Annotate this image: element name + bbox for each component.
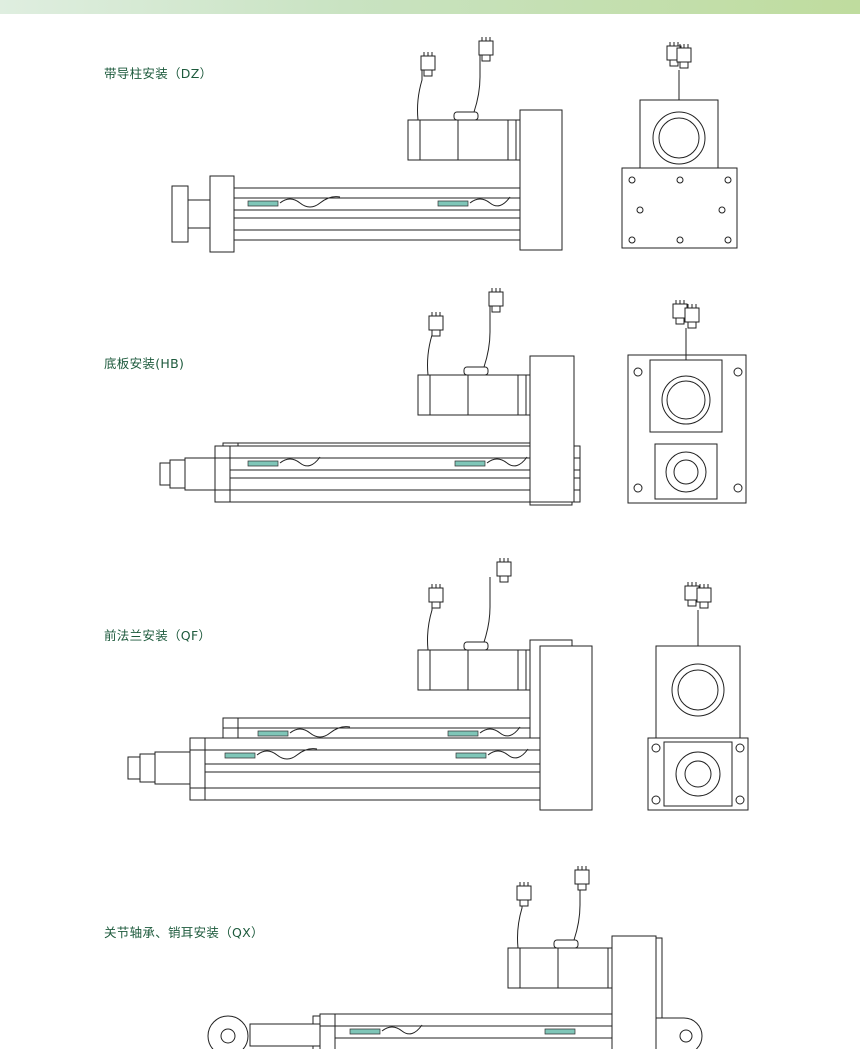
section-label-qx: 关节轴承、销耳安装（QX） bbox=[104, 925, 264, 940]
diagram-dz-end bbox=[622, 41, 737, 248]
header-gradient-bar bbox=[0, 0, 860, 14]
section-label-dz: 带导柱安装（DZ） bbox=[104, 66, 213, 81]
diagram-hb-end bbox=[628, 299, 746, 503]
section-label-qf: 前法兰安装（QF） bbox=[104, 628, 212, 643]
section-label-hb: 底板安装(HB) bbox=[104, 356, 185, 371]
diagram-qf-end bbox=[648, 581, 748, 810]
diagram-dz-side bbox=[172, 36, 563, 252]
diagram-qx-side bbox=[208, 865, 702, 1049]
diagram-hb-side bbox=[160, 287, 580, 506]
diagram-qf-side bbox=[128, 557, 592, 810]
